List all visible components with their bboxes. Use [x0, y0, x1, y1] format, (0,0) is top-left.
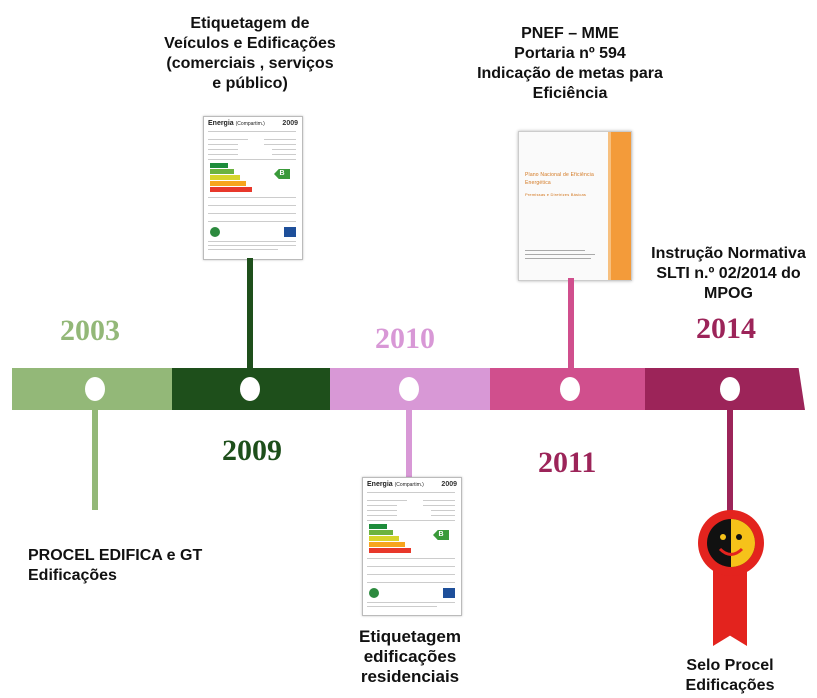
inmetro-icon — [284, 227, 296, 237]
year-2003: 2003 — [60, 314, 120, 347]
doc-title-1: Plano Nacional de Eficiência — [525, 172, 594, 178]
energy-label-image: Energia (Compartim.) 2009 B — [203, 116, 303, 260]
connector-2014 — [727, 400, 733, 512]
timeline-dot-2009 — [240, 377, 260, 401]
label-procel-edifica: PROCEL EDIFICA e GT Edificações — [28, 547, 203, 584]
logo-icon — [210, 227, 220, 237]
year-2011: 2011 — [538, 446, 597, 479]
selo-procel-seal-icon — [698, 510, 764, 576]
label-etiquetagem-residenciais: Etiquetagem edificações residenciais — [358, 627, 462, 686]
timeline-dot-2014 — [720, 377, 740, 401]
year-2014: 2014 — [696, 312, 756, 345]
label-pnef: PNEF – MME Portaria nº 594 Indicação de … — [477, 25, 663, 102]
doc-sub: Premissas e Diretrizes Básicas — [525, 192, 587, 197]
label-etiquetagem-veiculos: Etiquetagem de Veículos e Edificações (c… — [164, 15, 336, 92]
energy-label-year: 2009 — [282, 120, 298, 127]
connector-2009 — [247, 258, 253, 378]
timeline-dot-2003 — [85, 377, 105, 401]
pnef-document-cover: Plano Nacional de Eficiência Energética … — [518, 131, 632, 281]
label-instrucao-normativa: Instrução Normativa SLTI n.º 02/2014 do … — [651, 245, 806, 302]
connector-2011 — [568, 278, 574, 378]
grade-badge: B — [274, 169, 290, 179]
doc-title-2: Energética — [525, 180, 551, 186]
label-selo-procel: Selo Procel Edificações — [685, 657, 775, 694]
energy-label-image-residencial: Energia (Compartim.) 2009 B — [362, 477, 462, 616]
energy-label-title: Energia (Compartim.) — [208, 120, 265, 127]
year-2010: 2010 — [375, 322, 435, 355]
connector-2010 — [406, 400, 412, 480]
timeline-dot-2010 — [399, 377, 419, 401]
connector-2003 — [92, 400, 98, 510]
timeline-dot-2011 — [560, 377, 580, 401]
grade-badge-residencial: B — [433, 530, 449, 540]
year-2009: 2009 — [222, 434, 282, 467]
